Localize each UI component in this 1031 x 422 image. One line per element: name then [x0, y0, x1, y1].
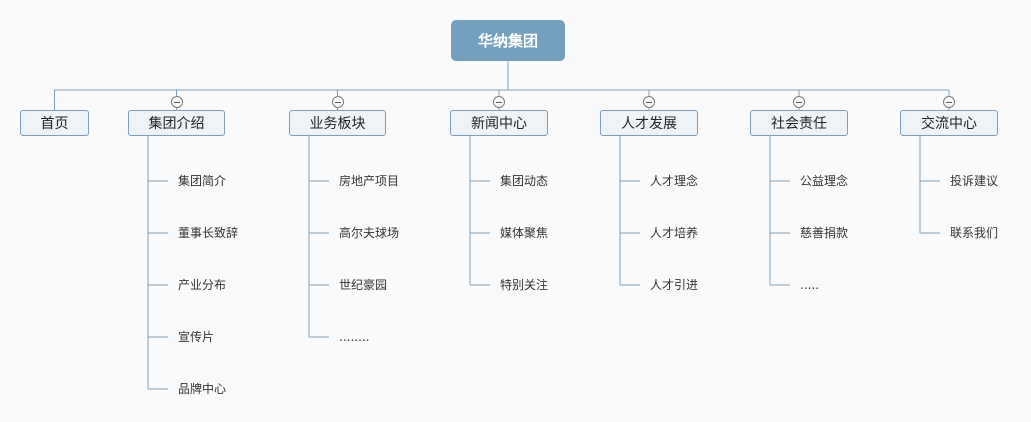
category-node[interactable]: 社会责任	[750, 110, 848, 136]
child-node[interactable]: 特别关注	[500, 278, 549, 292]
category-node[interactable]: 新闻中心	[450, 110, 548, 136]
collapse-toggle-icon[interactable]	[170, 96, 183, 108]
child-node[interactable]: 投诉建议	[950, 174, 999, 188]
category-node[interactable]: 业务板块	[289, 110, 386, 136]
category-node[interactable]: 人才发展	[600, 110, 698, 136]
child-node[interactable]: 公益理念	[800, 174, 849, 188]
category-node[interactable]: 集团介绍	[128, 110, 225, 136]
child-node[interactable]: 集团动态	[500, 174, 549, 188]
child-node[interactable]: 慈善捐款	[800, 226, 849, 240]
child-node[interactable]: 品牌中心	[178, 382, 227, 396]
collapse-toggle-icon[interactable]	[943, 96, 955, 108]
child-node[interactable]: 产业分布	[178, 278, 227, 292]
collapse-toggle-icon[interactable]	[793, 96, 805, 108]
child-node[interactable]: 集团简介	[178, 174, 227, 188]
child-node[interactable]: 人才理念	[650, 174, 699, 188]
child-node[interactable]: 房地产项目	[339, 174, 400, 188]
collapse-toggle-icon[interactable]	[643, 96, 655, 108]
child-node[interactable]: 媒体聚焦	[500, 226, 549, 240]
child-node[interactable]: 宣传片	[178, 330, 215, 344]
collapse-toggle-icon[interactable]	[331, 96, 344, 108]
child-node[interactable]: 世纪豪园	[339, 278, 388, 292]
child-node[interactable]: 高尔夫球场	[339, 226, 400, 240]
child-node[interactable]: 董事长致辞	[178, 226, 239, 240]
child-node[interactable]: .....	[800, 278, 820, 292]
child-node[interactable]: ........	[339, 330, 370, 344]
child-node[interactable]: 联系我们	[950, 226, 999, 240]
child-node[interactable]: 人才培养	[650, 226, 699, 240]
collapse-toggle-icon[interactable]	[493, 96, 505, 108]
category-node[interactable]: 交流中心	[900, 110, 998, 136]
child-node[interactable]: 人才引进	[650, 278, 699, 292]
root-node[interactable]: 华纳集团	[451, 20, 565, 61]
category-node[interactable]: 首页	[20, 110, 89, 136]
